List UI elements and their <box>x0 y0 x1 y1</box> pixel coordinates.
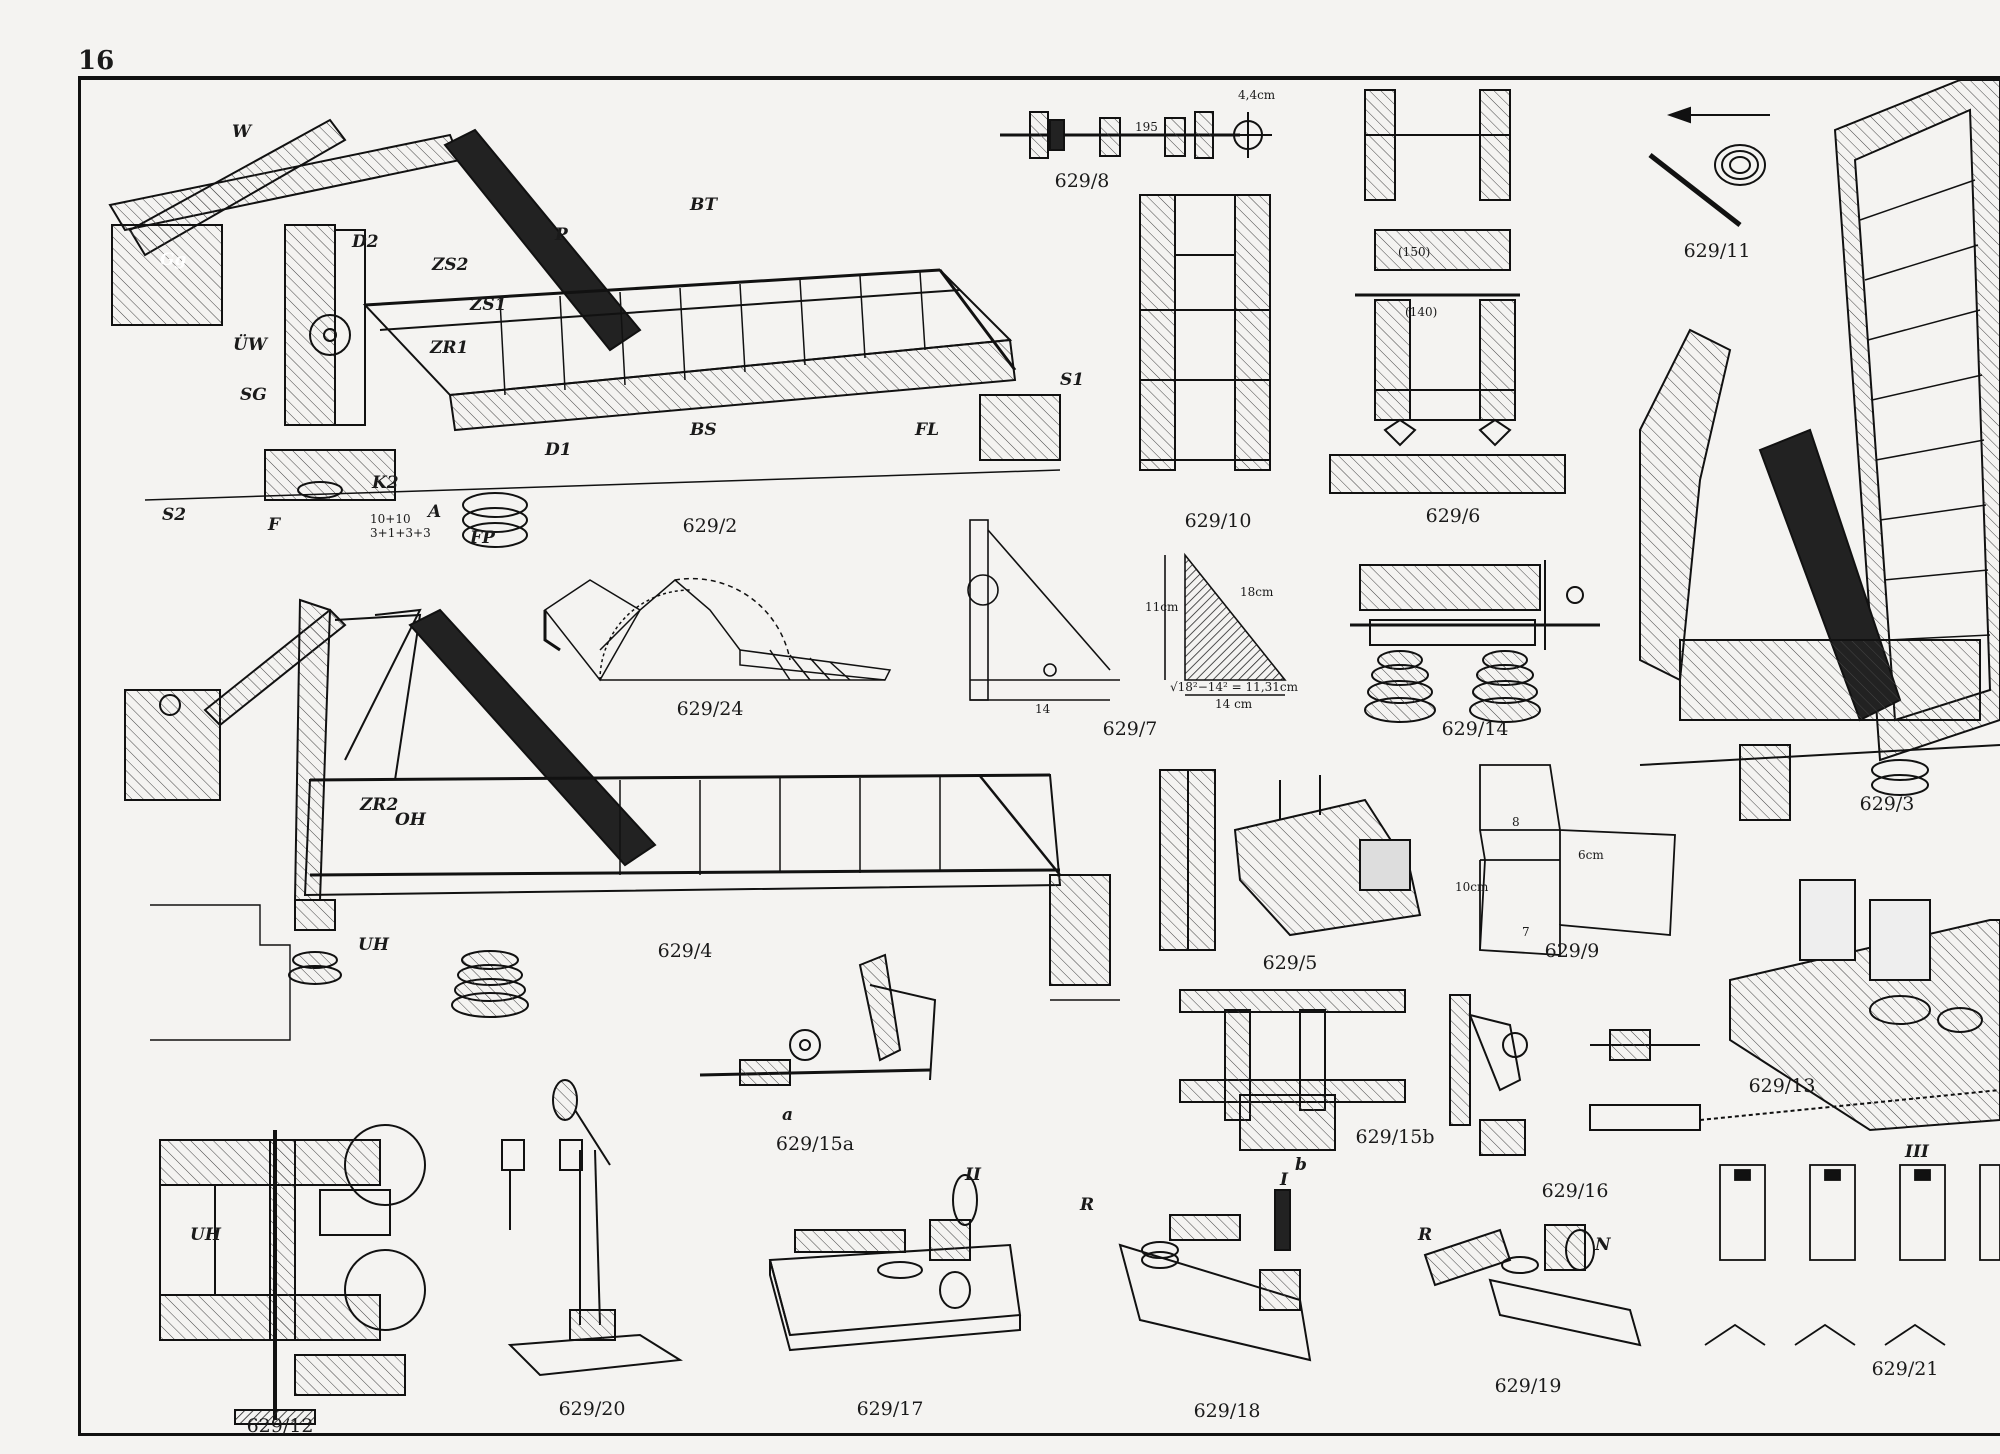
label-N: N <box>1595 1235 1611 1255</box>
label-R-1: R <box>1080 1195 1095 1215</box>
caption-629-20: 629/20 <box>558 1398 626 1420</box>
figure-629-17 <box>768 1174 1022 1352</box>
figure-629-8 <box>1000 111 1272 159</box>
caption-629-2: 629/2 <box>682 515 738 537</box>
label-S1: S1 <box>1060 370 1085 390</box>
figure-629-15b <box>1179 989 1406 1151</box>
page-number: 16 <box>78 46 115 76</box>
dim-8: 8 <box>1512 815 1520 829</box>
figure-triangle-calc <box>1164 552 1287 696</box>
label-R-2: R <box>1418 1225 1433 1245</box>
caption-629-18: 629/18 <box>1193 1400 1261 1422</box>
label-ZR2: ZR2 <box>360 795 399 815</box>
formula-width: 14 cm <box>1215 697 1253 711</box>
label-a: a <box>782 1105 794 1125</box>
figure-629-13 <box>1699 879 2000 1132</box>
label-OH: OH <box>395 810 426 830</box>
caption-629-11: 629/11 <box>1683 240 1751 262</box>
label-BT: BT <box>690 195 718 215</box>
formula-height: 11cm <box>1145 600 1179 614</box>
caption-629-21: 629/21 <box>1871 1358 1939 1380</box>
caption-629-5: 629/5 <box>1262 952 1318 974</box>
plate-frame <box>78 76 2000 1436</box>
figure-629-18 <box>1118 1189 1312 1362</box>
label-SG: SG <box>240 385 267 405</box>
figure-629-7 <box>967 519 1120 701</box>
label-Gg: Gg <box>160 250 187 270</box>
dim-6cm: 6cm <box>1578 848 1604 862</box>
caption-629-9: 629/9 <box>1544 940 1600 962</box>
dim-10cm: 10cm <box>1455 880 1489 894</box>
figure-629-10 <box>1139 194 1271 471</box>
figure-629-24 <box>543 577 892 682</box>
dim-14: 14 <box>1035 702 1051 716</box>
label-b: b <box>1295 1155 1307 1175</box>
figure-629-20 <box>501 1079 683 1377</box>
caption-629-7: 629/7 <box>1102 718 1158 740</box>
caption-629-19: 629/19 <box>1494 1375 1562 1397</box>
caption-629-15a: 629/15a <box>775 1133 855 1155</box>
label-ZS1: ZS1 <box>470 295 507 315</box>
figure-629-21 <box>1704 1164 2000 1346</box>
label-I: I <box>1280 1170 1288 1190</box>
dim-140: (140) <box>1405 305 1438 319</box>
caption-629-24: 629/24 <box>676 698 744 720</box>
caption-629-17: 629/17 <box>856 1398 924 1420</box>
label-FP: FP <box>470 528 495 548</box>
label-P: P <box>555 225 568 245</box>
caption-629-13: 629/13 <box>1748 1075 1816 1097</box>
label-ZS2: ZS2 <box>432 255 469 275</box>
figure-629-9 <box>1479 764 1676 956</box>
label-D2: D2 <box>352 232 379 252</box>
label-II: II <box>965 1165 981 1185</box>
caption-629-10: 629/10 <box>1184 510 1252 532</box>
fp-stack-text: 10+10 3+1+3+3 <box>370 512 431 540</box>
label-A: A <box>428 502 442 522</box>
caption-629-12: 629/12 <box>246 1415 314 1437</box>
label-UH-plan: UH <box>190 1225 221 1245</box>
label-III: III <box>1905 1142 1929 1162</box>
caption-629-14: 629/14 <box>1441 718 1509 740</box>
figure-629-6 <box>1329 89 1566 494</box>
label-FL: FL <box>915 420 940 440</box>
label-S2: S2 <box>162 505 187 525</box>
label-BS: BS <box>690 420 717 440</box>
caption-629-4: 629/4 <box>657 940 713 962</box>
figure-629-4 <box>124 598 1120 1041</box>
figure-629-5 <box>1159 769 1422 951</box>
label-W: W <box>232 122 252 142</box>
label-UW: ÜW <box>233 335 267 355</box>
caption-629-16: 629/16 <box>1541 1180 1609 1202</box>
caption-629-15b: 629/15b <box>1355 1126 1435 1148</box>
caption-629-6: 629/6 <box>1425 505 1481 527</box>
label-D1: D1 <box>545 440 572 460</box>
caption-629-3: 629/3 <box>1859 793 1915 815</box>
label-ZR1: ZR1 <box>430 338 469 358</box>
figure-629-19 <box>1423 1224 1642 1347</box>
label-F: F <box>268 515 281 535</box>
figure-629-2 <box>108 118 1061 548</box>
dim-195: 195 <box>1135 120 1158 134</box>
figure-629-14 <box>1350 560 1600 723</box>
caption-629-8: 629/8 <box>1054 170 1110 192</box>
formula-text: √18²−14² = 11,31cm <box>1170 680 1298 694</box>
figure-629-11 <box>1648 106 1770 227</box>
label-K2: K2 <box>372 473 399 493</box>
figure-629-15a <box>699 953 937 1086</box>
figure-629-12 <box>159 1124 426 1425</box>
dim-150: (150) <box>1398 245 1431 259</box>
dim-4-4cm: 4,4cm <box>1238 88 1276 102</box>
figure-629-3 <box>1639 79 2000 821</box>
label-UH: UH <box>358 935 389 955</box>
dim-7: 7 <box>1522 925 1530 939</box>
formula-length: 18cm <box>1240 585 1274 599</box>
figure-629-16 <box>1449 994 1701 1156</box>
